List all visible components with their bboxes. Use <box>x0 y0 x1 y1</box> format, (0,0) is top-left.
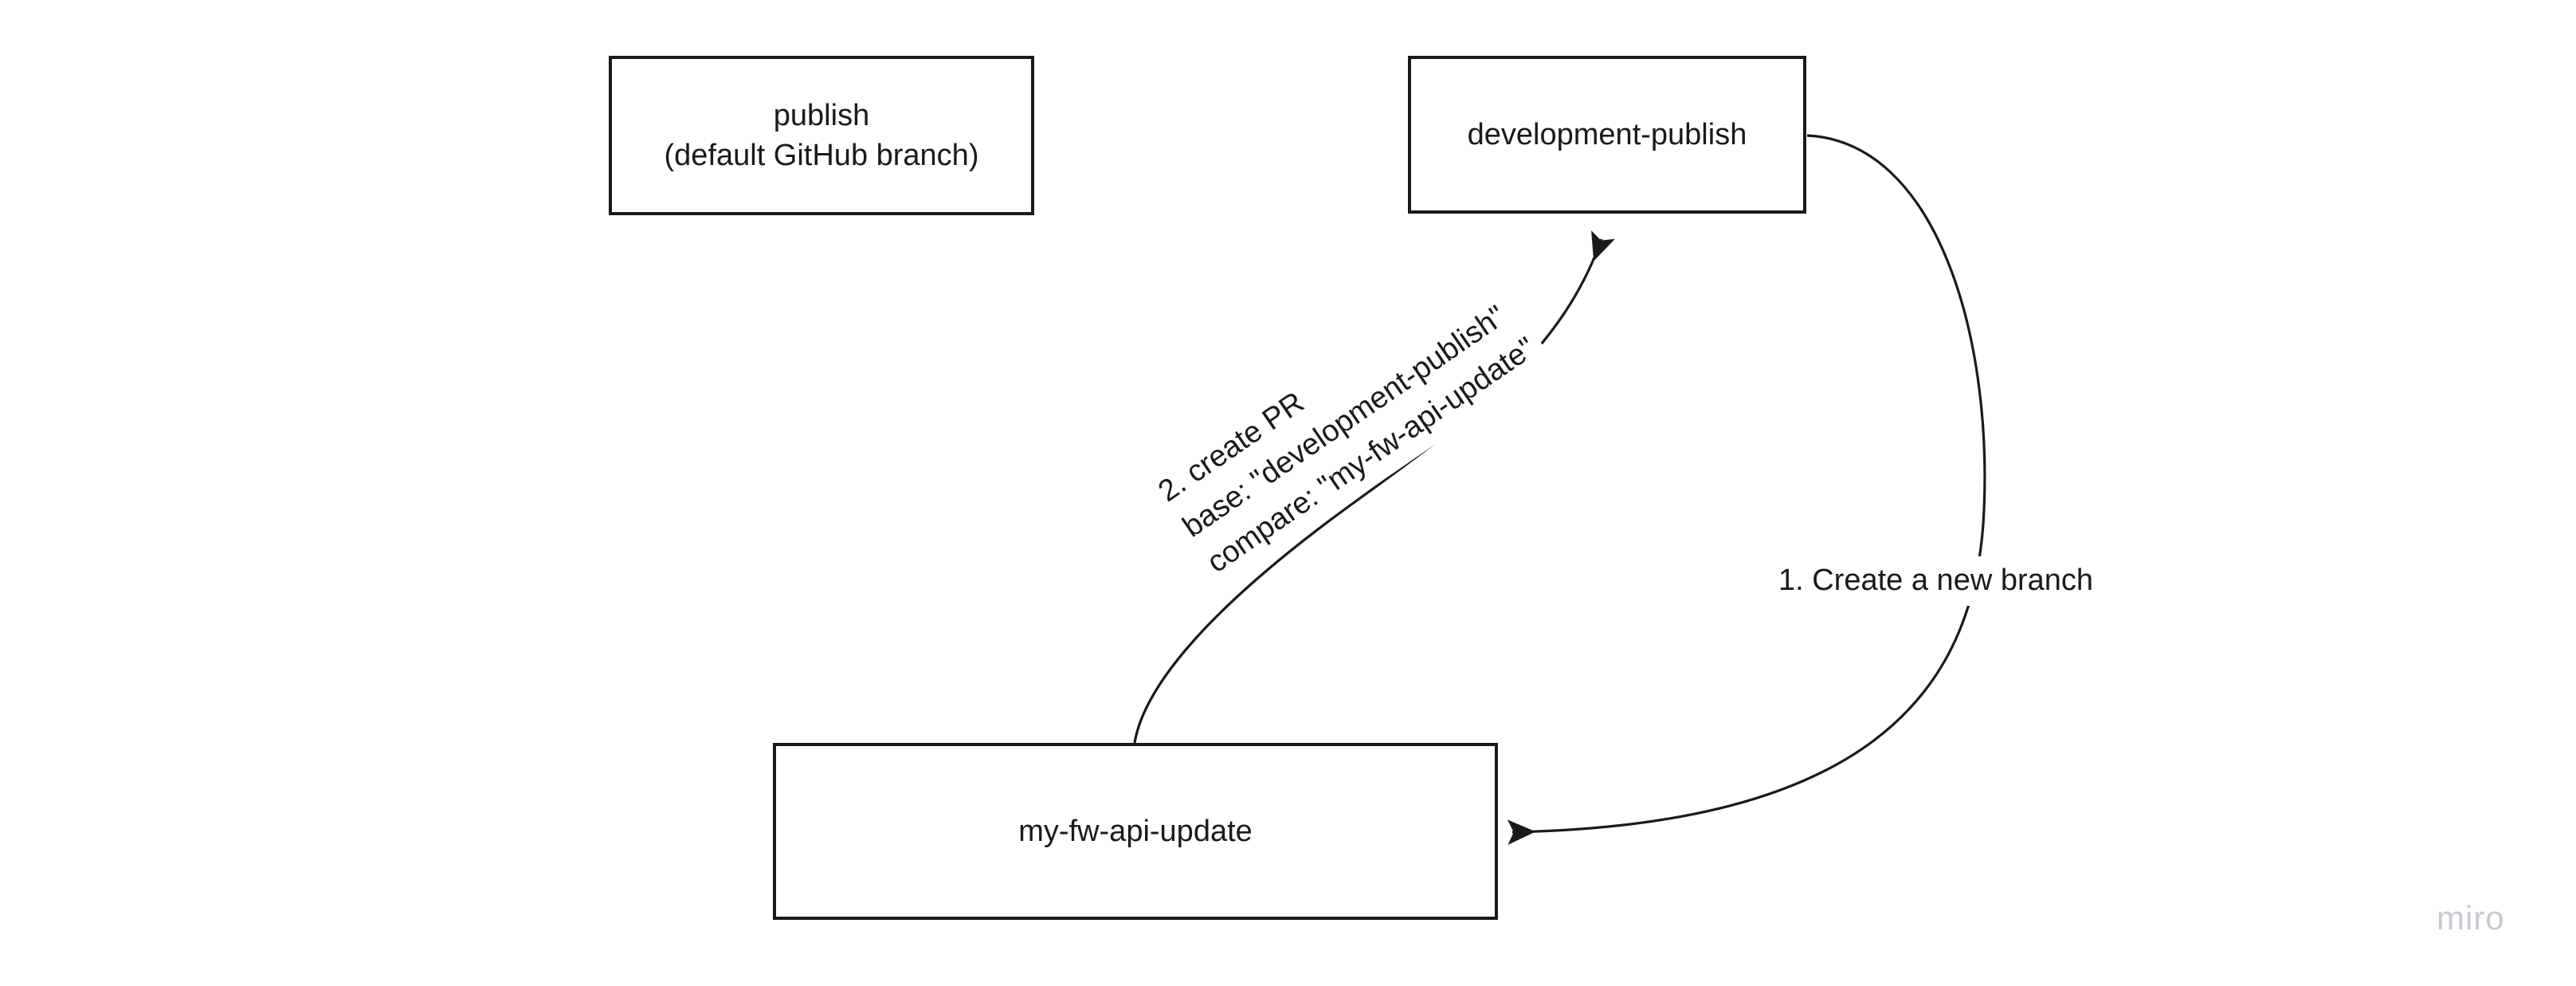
node-my-fw-api-update[interactable]: my-fw-api-update <box>773 743 1498 920</box>
node-development-publish[interactable]: development-publish <box>1408 56 1806 214</box>
edge-create-branch-path <box>1507 134 1986 845</box>
node-development-publish-label: development-publish <box>1467 117 1747 151</box>
edge-create-pr-path <box>1133 230 1615 744</box>
node-my-fw-api-update-label: my-fw-api-update <box>1018 814 1253 848</box>
node-publish[interactable]: publish (default GitHub branch) <box>609 56 1034 215</box>
edge-label-create-branch: 1. Create a new branch <box>1772 556 2100 606</box>
miro-watermark: miro <box>2437 899 2505 937</box>
node-publish-label: publish (default GitHub branch) <box>664 98 979 172</box>
